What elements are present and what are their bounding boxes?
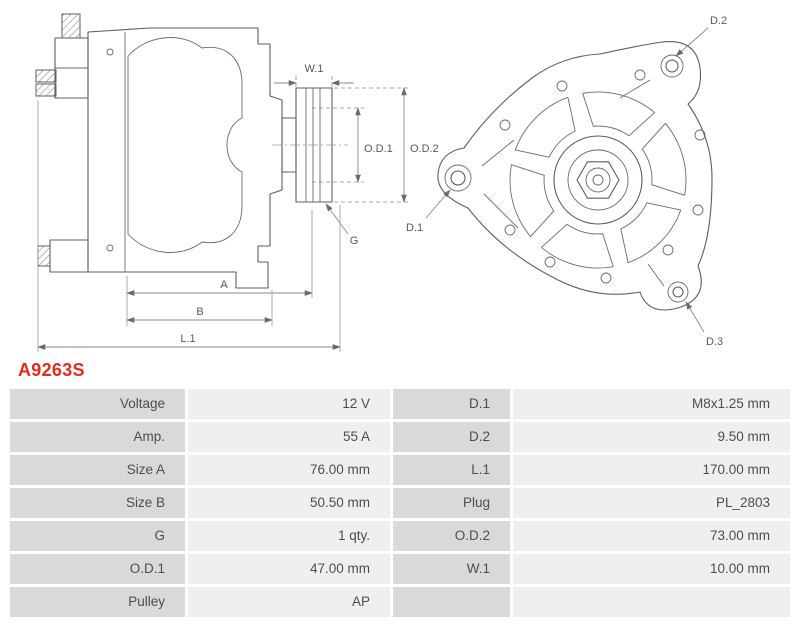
ear-left — [444, 164, 472, 192]
spec-value: AP — [188, 587, 390, 617]
dim-label-w1: W.1 — [305, 63, 324, 75]
table-row: G 1 qty. O.D.2 73.00 mm — [10, 521, 790, 551]
spec-label: D.2 — [393, 422, 510, 452]
housing-outline — [437, 40, 713, 311]
spec-label: Amp. — [10, 422, 185, 452]
spec-label: Voltage — [10, 389, 185, 419]
spec-label: O.D.2 — [393, 521, 510, 551]
spec-value: 1 qty. — [188, 521, 390, 551]
technical-drawing: W.1 O.D.1 O.D.2 G A — [35, 13, 727, 352]
spec-table: Voltage 12 V D.1 M8x1.25 mm Amp. 55 A D.… — [10, 389, 790, 617]
dim-label-od2: O.D.2 — [410, 143, 439, 155]
bottom-bolt — [37, 245, 51, 267]
front-view-drawing: D.2 D.1 D.3 — [406, 15, 727, 348]
side-view-drawing: W.1 O.D.1 O.D.2 G A — [35, 13, 439, 352]
fan-slot — [620, 202, 682, 264]
peripheral-holes — [499, 69, 706, 284]
dim-label-od1: O.D.1 — [364, 143, 393, 155]
dim-label-b: B — [196, 306, 203, 318]
spec-label — [393, 587, 510, 617]
hub-ring-outer — [553, 135, 643, 225]
part-number: A9263S — [18, 360, 85, 380]
dim-od2: O.D.2 — [334, 87, 439, 203]
spec-value: 12 V — [188, 389, 390, 419]
top-bolt — [61, 13, 81, 39]
body-outline — [87, 27, 283, 289]
dim-od1: O.D.1 — [312, 107, 393, 183]
dim-d3: D.3 — [685, 301, 723, 348]
dim-a: A — [126, 210, 313, 326]
spec-value — [513, 587, 790, 617]
table-row: Pulley AP — [10, 587, 790, 617]
spec-value: 9.50 mm — [513, 422, 790, 452]
left-bolt-1 — [35, 69, 57, 83]
spec-value: 10.00 mm — [513, 554, 790, 584]
ear-top-right — [660, 54, 684, 78]
table-row: O.D.1 47.00 mm W.1 10.00 mm — [10, 554, 790, 584]
spec-value: PL_2803 — [513, 488, 790, 518]
spec-label: W.1 — [393, 554, 510, 584]
spec-label: D.1 — [393, 389, 510, 419]
spec-value: 55 A — [188, 422, 390, 452]
table-row: Voltage 12 V D.1 M8x1.25 mm — [10, 389, 790, 419]
frame-profile — [127, 37, 243, 253]
spec-label: L.1 — [393, 455, 510, 485]
spec-value: 73.00 mm — [513, 521, 790, 551]
dim-d1: D.1 — [406, 189, 451, 234]
shaft-nut-hex — [576, 161, 620, 199]
spec-label: Size A — [10, 455, 185, 485]
table-row: Amp. 55 A D.2 9.50 mm — [10, 422, 790, 452]
spec-label: Pulley — [10, 587, 185, 617]
dim-label-d2: D.2 — [710, 15, 727, 27]
hub-ring-inner — [567, 149, 629, 211]
spec-value: 47.00 mm — [188, 554, 390, 584]
ear-bottom-right — [667, 281, 689, 303]
dim-label-d3: D.3 — [706, 336, 723, 348]
dim-label-g: G — [350, 235, 359, 247]
spec-label: Plug — [393, 488, 510, 518]
bottom-lug — [49, 239, 89, 273]
spec-value: M8x1.25 mm — [513, 389, 790, 419]
table-row: Size A 76.00 mm L.1 170.00 mm — [10, 455, 790, 485]
spec-value: 50.50 mm — [188, 488, 390, 518]
spec-label: Size B — [10, 488, 185, 518]
dim-label-d1: D.1 — [406, 222, 423, 234]
spec-label: O.D.1 — [10, 554, 185, 584]
dim-label-a: A — [220, 279, 228, 291]
alternator-drawing-svg: W.1 O.D.1 O.D.2 G A — [35, 13, 727, 352]
left-bolt-2 — [35, 83, 57, 97]
dim-b: B — [126, 290, 273, 326]
spec-value: 76.00 mm — [188, 455, 390, 485]
table-row: Size B 50.50 mm Plug PL_2803 — [10, 488, 790, 518]
dim-l1: L.1 — [37, 100, 341, 352]
spec-value: 170.00 mm — [513, 455, 790, 485]
dim-g: G — [325, 203, 359, 247]
dim-label-l1: L.1 — [180, 333, 195, 345]
dim-w1: W.1 — [274, 63, 354, 88]
spec-label: G — [10, 521, 185, 551]
dim-d2: D.2 — [675, 15, 727, 57]
